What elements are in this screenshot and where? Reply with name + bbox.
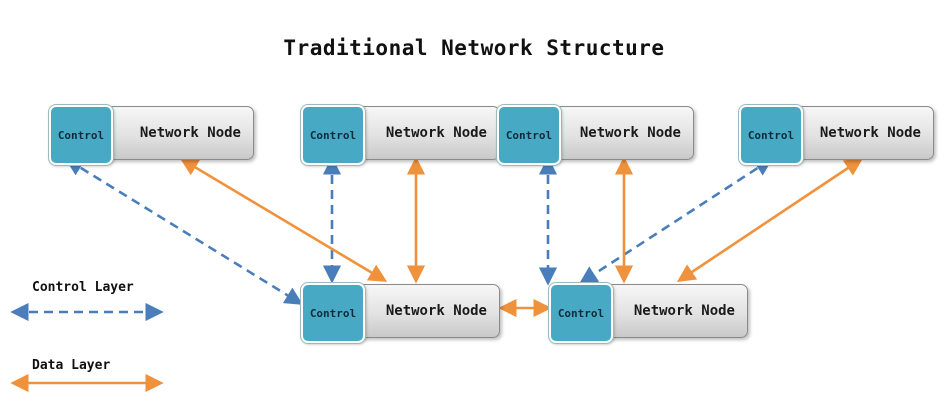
network-node-label: Network Node <box>819 125 921 141</box>
control-box: Control <box>301 283 365 343</box>
legend-control-layer-label: Control Layer <box>32 280 134 295</box>
network-node-label: Network Node <box>579 125 681 141</box>
control-box: Control <box>739 105 803 165</box>
network-node-label: Network Node <box>385 125 487 141</box>
control-box: Control <box>549 283 613 343</box>
control-box: Control <box>49 105 113 165</box>
network-node-3: Control Network Node <box>497 105 694 165</box>
network-node-label: Network Node <box>385 303 487 319</box>
data-link-4 <box>676 157 864 283</box>
data-link-1 <box>179 158 388 282</box>
network-node-5: Control Network Node <box>301 283 500 343</box>
control-box: Control <box>301 105 365 165</box>
control-box: Control <box>497 105 561 165</box>
network-node-4: Control Network Node <box>739 105 934 165</box>
network-node-label: Network Node <box>139 125 241 141</box>
network-node-6: Control Network Node <box>549 283 748 343</box>
network-node-2: Control Network Node <box>301 105 500 165</box>
control-link-4 <box>578 158 774 284</box>
network-node-label: Network Node <box>633 303 735 319</box>
diagram-title: Traditional Network Structure <box>283 36 665 60</box>
legend-data-layer-label: Data Layer <box>32 358 111 373</box>
network-node-1: Control Network Node <box>49 105 254 165</box>
